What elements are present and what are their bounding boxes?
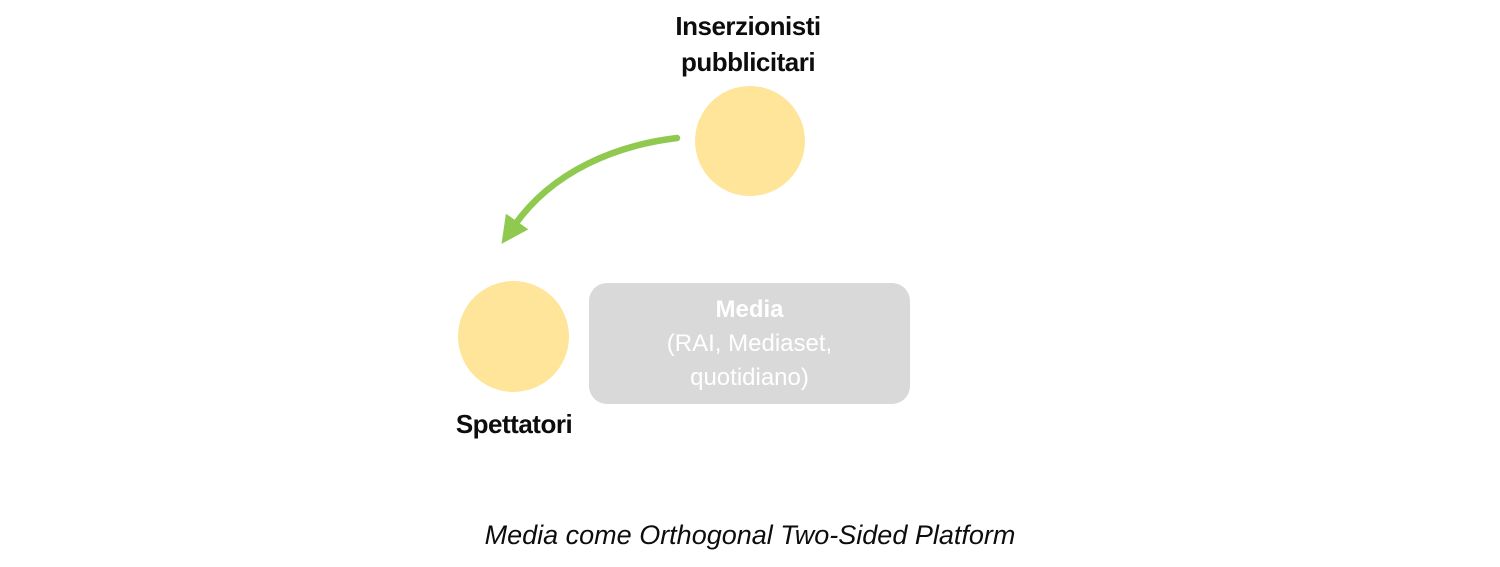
media-box-line3: quotidiano) bbox=[690, 363, 809, 391]
media-box: Media (RAI, Mediaset, quotidiano) bbox=[589, 283, 910, 404]
advertisers-node-circle bbox=[695, 86, 805, 196]
advertisers-label-line2: pubblicitari bbox=[680, 47, 816, 77]
viewers-label: Spettatori bbox=[455, 409, 573, 439]
viewers-node-circle bbox=[458, 281, 569, 392]
advertisers-label: Inserzionisti pubblicitari bbox=[598, 8, 898, 80]
media-box-title: Media bbox=[715, 295, 784, 323]
advertisers-label-line1: Inserzionisti bbox=[675, 11, 821, 41]
media-box-line2: (RAI, Mediaset, bbox=[666, 329, 833, 357]
diagram-caption: Media come Orthogonal Two-Sided Platform bbox=[484, 520, 1016, 550]
